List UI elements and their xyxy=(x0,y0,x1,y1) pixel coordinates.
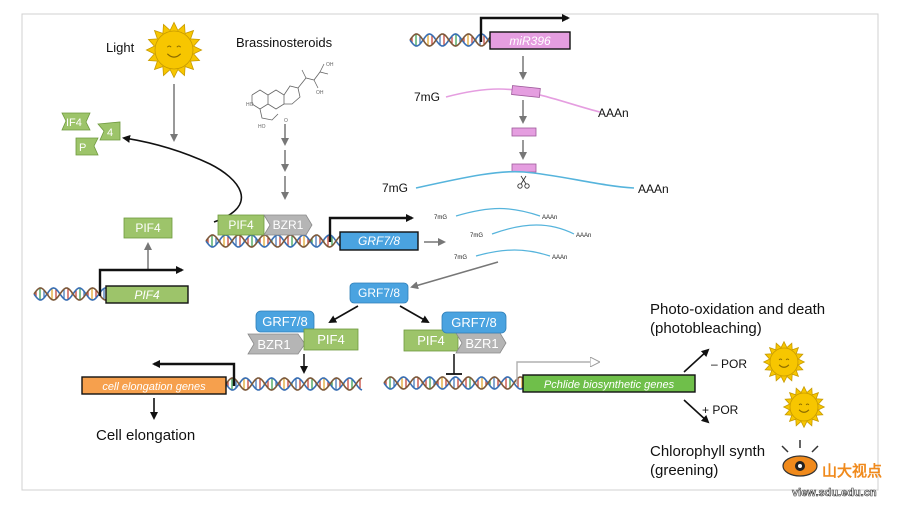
bzr1-protein-label: BZR1 xyxy=(465,336,498,351)
pchlide-gene-box xyxy=(522,374,696,393)
pif4-protein xyxy=(303,328,359,351)
outcome-arrow xyxy=(683,399,710,424)
mirna-hairpin xyxy=(511,85,541,98)
figure-frame xyxy=(21,13,879,491)
watermark-url: view.sdu.edu.cn xyxy=(792,487,877,499)
grf-mrna xyxy=(415,170,635,189)
mature-mirna xyxy=(511,163,537,173)
dna-strand xyxy=(225,377,363,391)
svg-text:HO: HO xyxy=(258,124,266,130)
grf-mrna-group: 7mG AAAn 7mG AAAn 7mG AAAn xyxy=(434,207,591,261)
grf78-protein-label: GRF7/8 xyxy=(451,315,497,330)
polya-label: AAAn xyxy=(576,233,591,239)
brassinosteroids-label: Brassinosteroids xyxy=(236,35,333,50)
grf78-protein-label: GRF7/8 xyxy=(358,286,400,300)
outcome-arrow xyxy=(683,348,710,373)
bzr1-protein xyxy=(247,333,306,355)
dna-strand xyxy=(33,287,107,301)
dna-strand xyxy=(409,33,491,47)
pchlide-gene-label: Pchlide biosynthetic genes xyxy=(544,379,675,391)
promoter-arrow xyxy=(152,360,236,386)
watermark-text: 山大视点 xyxy=(822,462,882,480)
plus-por-label: + POR xyxy=(702,403,739,417)
grf78-protein xyxy=(255,310,315,333)
svg-text:O: O xyxy=(284,118,288,124)
grf78-protein xyxy=(441,311,507,334)
grf78-protein-label: GRF7/8 xyxy=(262,314,308,329)
brassinosteroid-structure: HO HO O OH OH xyxy=(246,62,334,130)
sun-icon xyxy=(145,21,203,79)
cap-label: 7mG xyxy=(434,215,447,221)
bzr1-protein-label: BZR1 xyxy=(257,337,290,352)
degradation-arrow xyxy=(122,134,243,223)
pif4-gene-label: PIF4 xyxy=(134,288,160,302)
mir396-gene-label: miR396 xyxy=(509,34,551,48)
grf78-protein xyxy=(349,282,409,304)
eye-logo-icon xyxy=(781,440,819,477)
polya-label: AAAn xyxy=(598,106,629,120)
bzr1-protein xyxy=(263,214,313,236)
chlorophyll-label: Chlorophyll synth xyxy=(650,443,765,460)
promoter-arrow xyxy=(328,214,414,242)
pif4-gene-box xyxy=(105,285,189,304)
cap-label: 7mG xyxy=(454,255,467,261)
pif4-protein xyxy=(123,217,173,239)
degraded-pif4-fragments: IF4 4 P xyxy=(61,112,121,156)
photo-oxidation-label: Photo-oxidation and death xyxy=(650,301,825,318)
pif4-protein-label: PIF4 xyxy=(417,333,444,348)
polya-label: AAAn xyxy=(638,182,669,196)
cap-label: 7mG xyxy=(382,181,408,195)
cell-elongation-label: Cell elongation xyxy=(96,427,195,444)
translation-arrow xyxy=(410,261,499,290)
sun-icon xyxy=(762,340,806,384)
dna-strand xyxy=(205,234,341,248)
grf78-gene-box xyxy=(339,231,419,251)
branch-arrow xyxy=(399,305,430,323)
branch-arrow xyxy=(328,305,359,323)
svg-text:OH: OH xyxy=(316,90,324,96)
cap-label: 7mG xyxy=(470,233,483,239)
greening-label: (greening) xyxy=(650,462,718,479)
pif4-fragment-label: P xyxy=(79,142,86,154)
promoter-arrow xyxy=(479,14,570,42)
promoter-arrow xyxy=(98,266,184,296)
polya-label: AAAn xyxy=(552,255,567,261)
sun-icon xyxy=(782,385,826,429)
grf78-gene-label: GRF7/8 xyxy=(358,234,400,248)
watermark: 山大视点 view.sdu.edu.cn xyxy=(781,440,882,499)
promoter-arrow xyxy=(516,362,598,384)
pif4-protein-label: PIF4 xyxy=(317,332,344,347)
pif4-fragment-label: 4 xyxy=(107,127,113,139)
minus-por-label: – POR xyxy=(711,357,747,371)
pif4-fragment-label: IF4 xyxy=(66,117,82,129)
pif4-protein-label: PIF4 xyxy=(135,221,161,235)
light-label: Light xyxy=(106,40,135,55)
photobleaching-label: (photobleaching) xyxy=(650,320,762,337)
mature-mirna xyxy=(511,127,537,137)
svg-text:OH: OH xyxy=(326,62,334,68)
polya-label: AAAn xyxy=(542,215,557,221)
pif4-protein xyxy=(403,329,459,352)
mir396-gene-box xyxy=(489,31,571,50)
svg-text:HO: HO xyxy=(246,102,254,108)
scissors-icon xyxy=(517,175,530,189)
pif4-protein-label: PIF4 xyxy=(228,218,254,232)
cap-label: 7mG xyxy=(414,90,440,104)
cell-elongation-gene-box xyxy=(81,376,227,395)
dna-strand xyxy=(383,376,524,390)
bzr1-protein-label: BZR1 xyxy=(273,218,304,232)
cell-elongation-gene-label: cell elongation genes xyxy=(102,381,206,393)
pif4-protein xyxy=(217,214,265,236)
